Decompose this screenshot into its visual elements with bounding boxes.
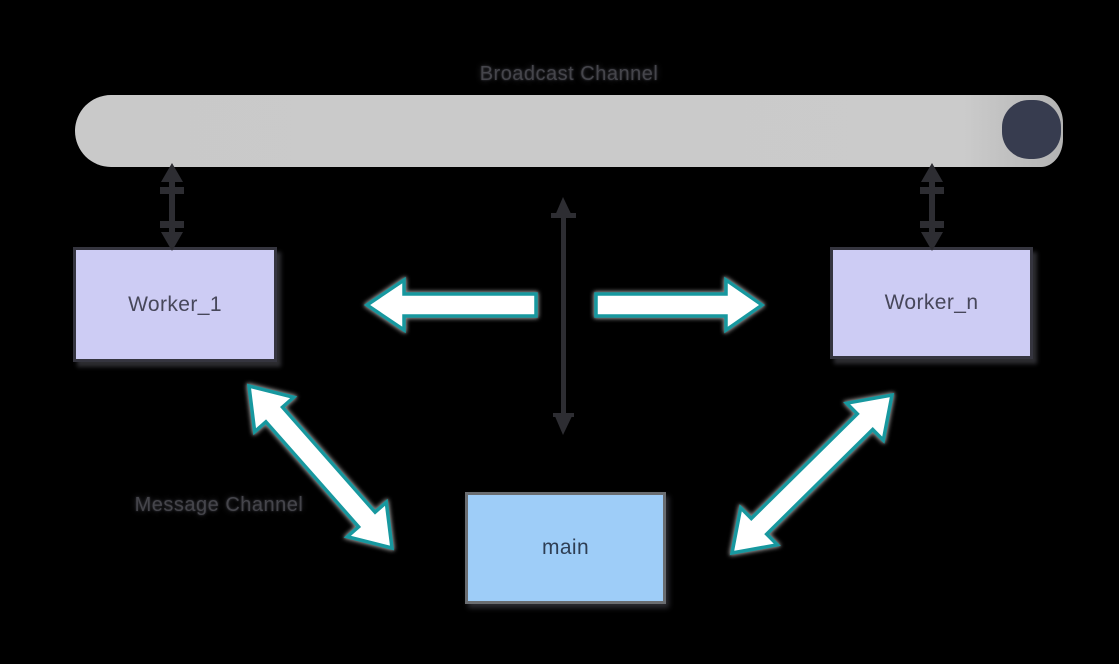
broadcast-channel-pipe	[75, 95, 1063, 167]
node-worker-n-label: Worker_n	[884, 291, 979, 314]
arrow-shape	[363, 276, 538, 334]
connector-crossbar-bottom	[160, 221, 184, 228]
teal-double-arrow-main-workern	[729, 392, 895, 556]
broadcast-channel-endcap	[1002, 100, 1061, 159]
node-main: main	[465, 492, 666, 604]
connector-channel-workern	[920, 163, 944, 251]
node-main-label: main	[541, 536, 590, 559]
arrowhead-up	[554, 197, 573, 218]
connector-crossbar-top	[160, 187, 184, 194]
message-channel-label: Message Channel	[134, 494, 304, 516]
arrow-shape	[246, 383, 395, 551]
connector-channel-center	[551, 197, 576, 435]
connector-shaft	[169, 178, 175, 238]
arrow-shape	[594, 276, 766, 334]
node-worker-1-label: Worker_1	[128, 292, 222, 316]
teal-arrow-left	[363, 276, 538, 334]
arrowhead-down	[554, 414, 573, 435]
connector-shaft	[561, 210, 566, 420]
arrow-shape	[729, 392, 895, 556]
teal-arrow-right	[594, 276, 766, 334]
connector-crossbar-bottom	[920, 221, 944, 228]
connector-crossbar-top	[551, 213, 576, 218]
teal-double-arrow-worker1-main	[246, 383, 395, 551]
connector-crossbar-bottom	[553, 413, 574, 417]
connector-channel-worker1	[160, 163, 184, 251]
connector-shaft	[929, 178, 935, 238]
node-worker-1: Worker_1	[73, 247, 277, 362]
connector-crossbar-top	[920, 187, 944, 194]
broadcast-channel-label: Broadcast Channel	[479, 63, 659, 85]
node-worker-n: Worker_n	[830, 247, 1033, 359]
